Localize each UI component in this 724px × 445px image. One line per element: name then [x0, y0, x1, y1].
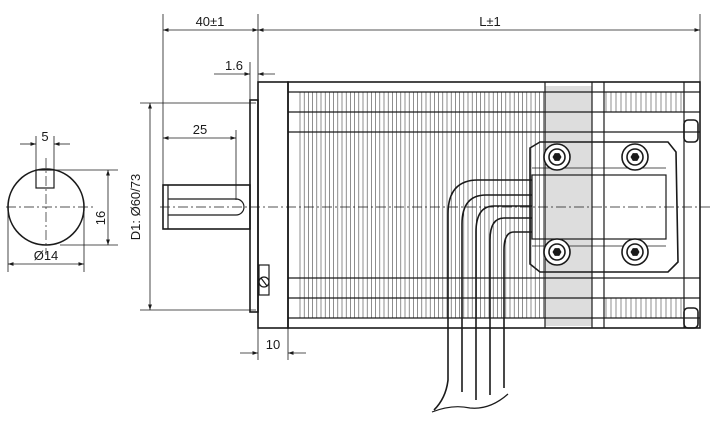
cable-break: [431, 393, 509, 413]
terminal-box: [529, 141, 679, 273]
flange-hole: [258, 264, 270, 296]
cable-5: [503, 231, 532, 388]
box-inner: [531, 174, 667, 240]
cable-1: [433, 179, 532, 411]
key-square: [35, 169, 55, 189]
rear-screw-top: [683, 119, 699, 143]
body-outline: [287, 81, 701, 329]
flange-thickness-label: 1.6: [225, 58, 243, 73]
box-outer: [529, 141, 679, 273]
flange-pilot: [249, 99, 259, 313]
flange-screw-slot: [260, 277, 268, 287]
rear-screw-bottom: [683, 307, 699, 329]
top-dimensions: 40±1 L±1 1.6 25: [162, 14, 701, 200]
cable-bundle: [431, 179, 532, 413]
bolt-icon: [543, 238, 571, 266]
pilot-length-label: 10: [266, 337, 280, 352]
flange-plate: [257, 81, 289, 329]
flange-screw-icon: [258, 276, 270, 288]
cable-3: [475, 205, 532, 400]
box-bolts: [543, 143, 649, 266]
body-length-label: L±1: [479, 14, 501, 29]
bolt-icon: [621, 143, 649, 171]
flange-diameter-label: D1: Ø60/73: [128, 174, 143, 241]
shaft-end-view: 5 16 Ø14: [6, 129, 118, 272]
bolt-icon: [621, 238, 649, 266]
motor-body: [287, 81, 701, 329]
keyway-end: [235, 198, 245, 216]
cable-2: [461, 194, 532, 392]
body-band: [545, 86, 592, 326]
shaft-diameter-label: Ø14: [34, 248, 59, 263]
shaft-length-label: 40±1: [196, 14, 225, 29]
key-width-label: 5: [41, 129, 48, 144]
key-length-label: 25: [193, 122, 207, 137]
bolt-icon: [543, 143, 571, 171]
shaft-flat-label: 16: [93, 211, 108, 225]
flange-diameter-dim: D1: Ø60/73: [128, 102, 256, 311]
cable-4: [489, 217, 532, 395]
